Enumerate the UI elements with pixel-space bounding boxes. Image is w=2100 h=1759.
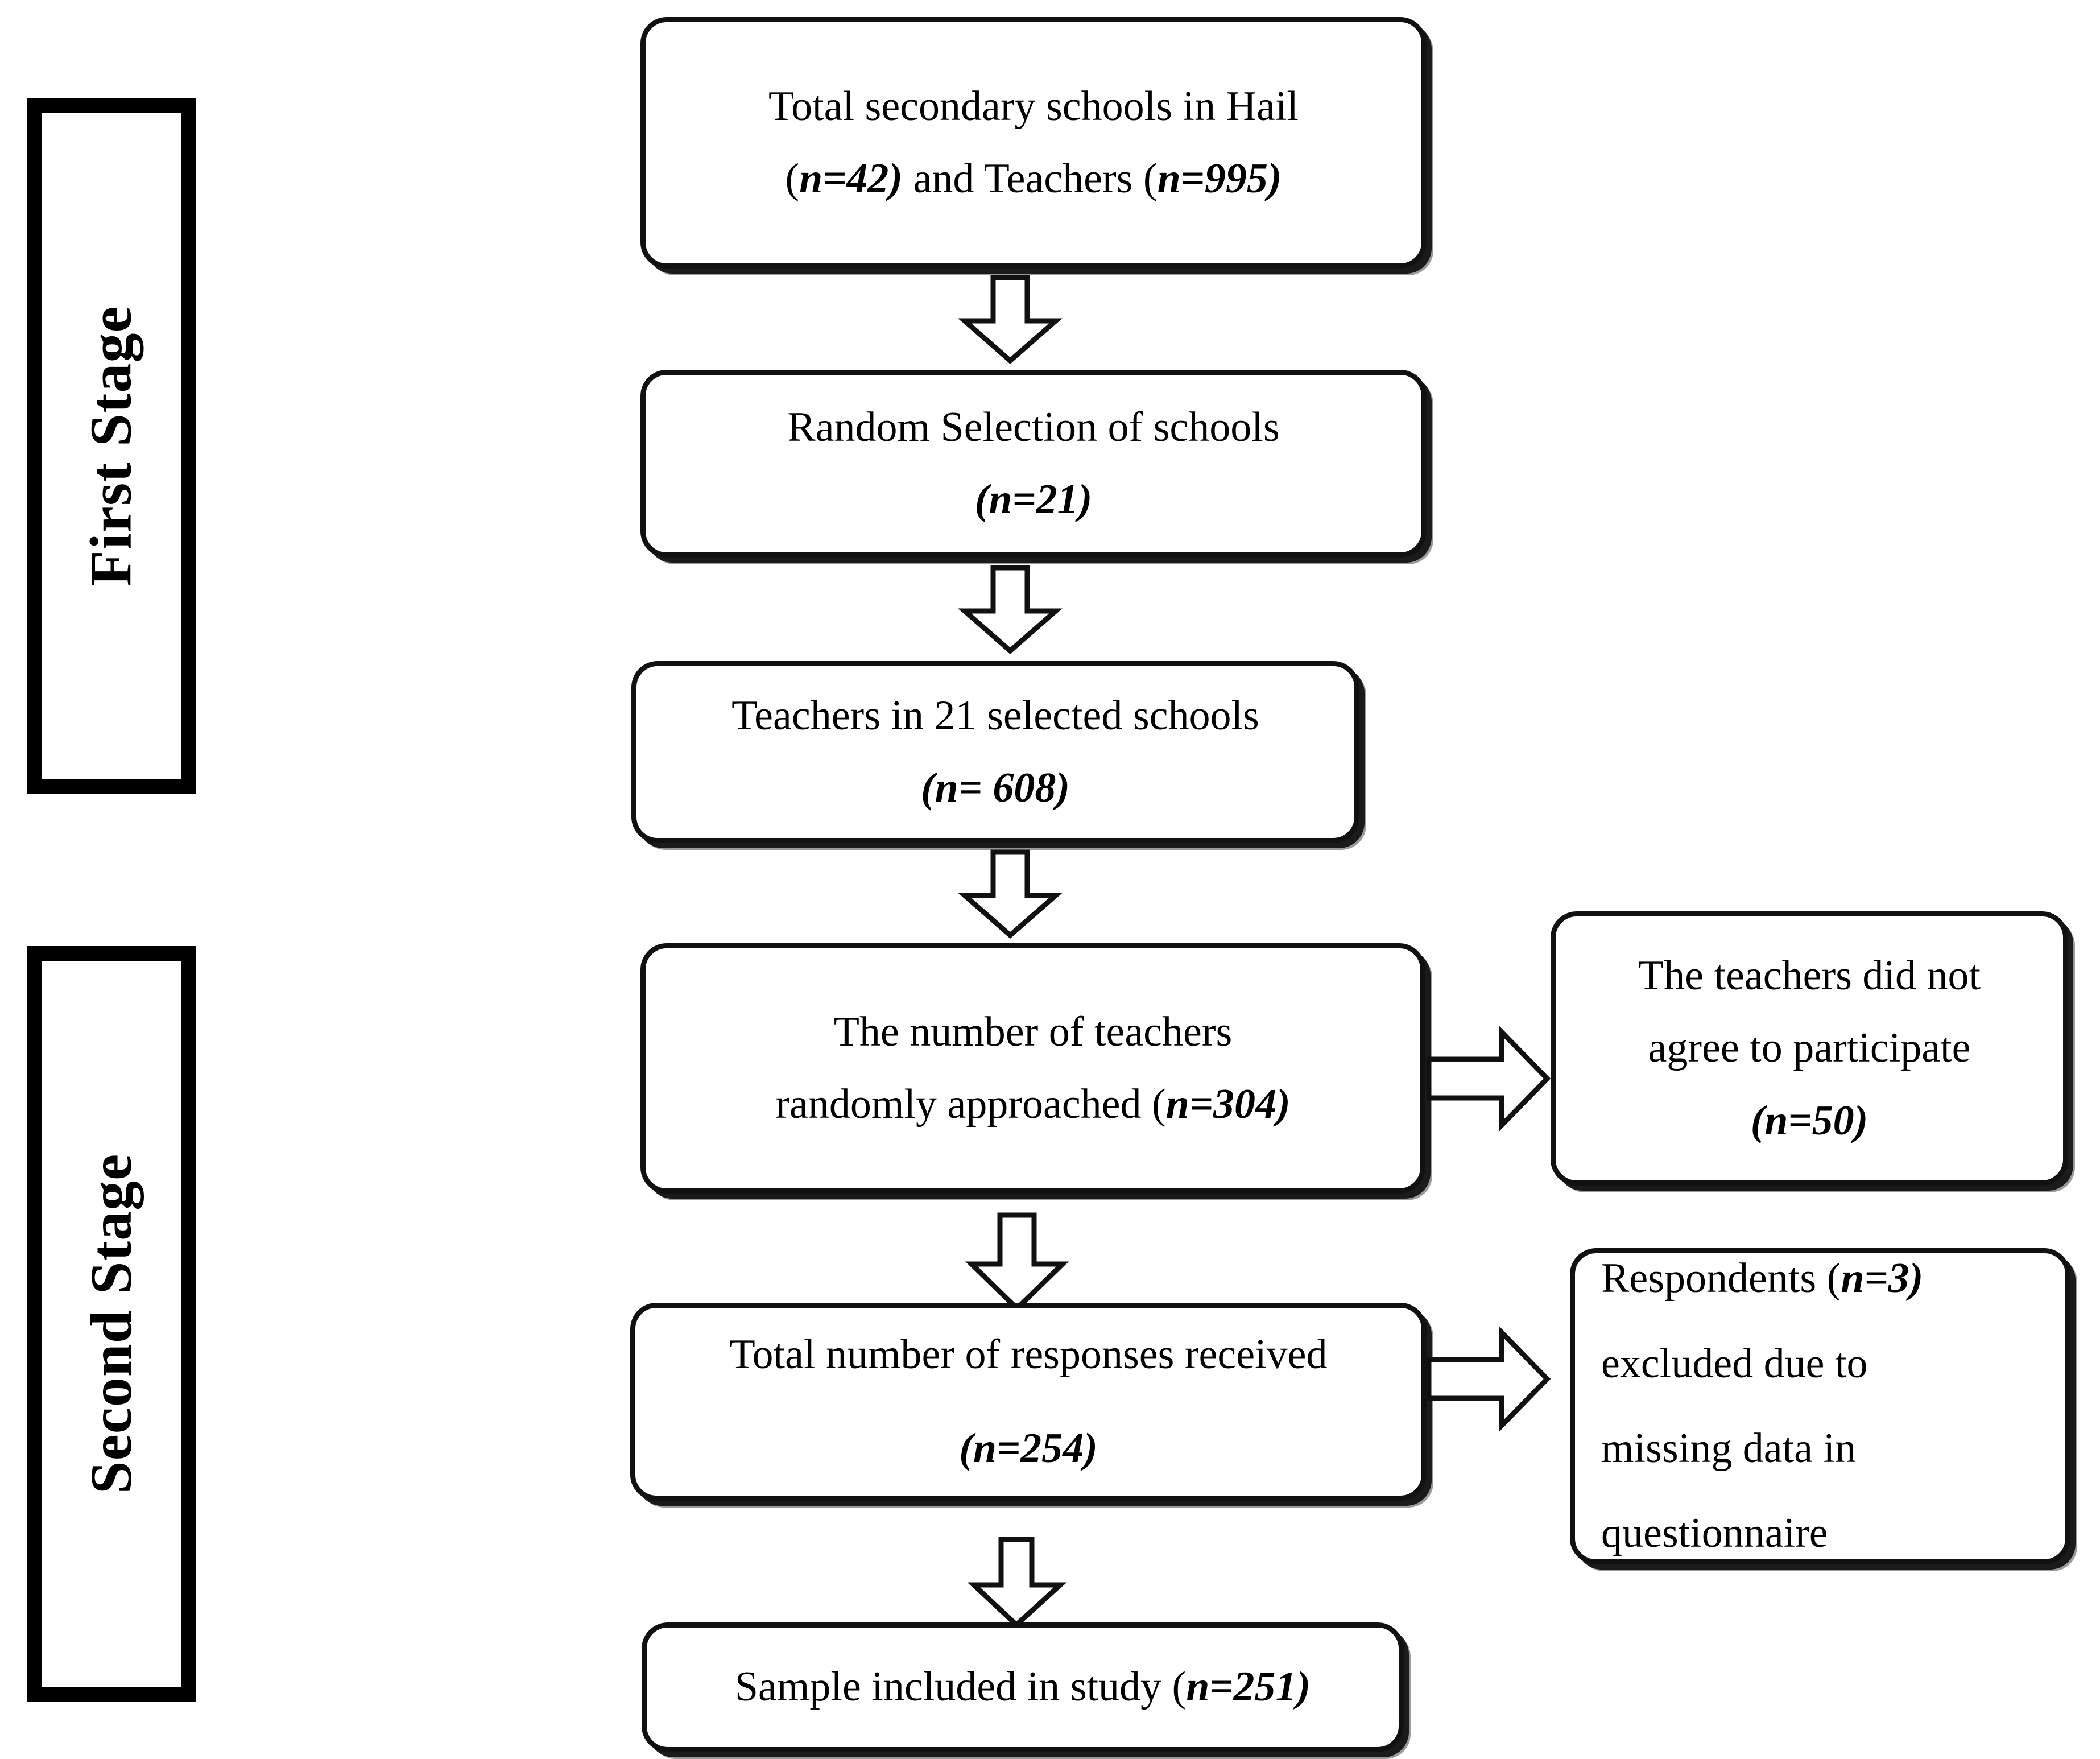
node-missing-data-line2: excluded due to <box>1601 1340 1868 1387</box>
n-value-declined: (n=50) <box>1750 1097 1868 1144</box>
n-value-approached: n=304) <box>1165 1081 1291 1128</box>
node-did-not-agree: The teachers did not agree to participat… <box>1551 911 2068 1186</box>
arrow-down-3 <box>958 849 1063 939</box>
node-teachers-selected-line1: Teachers in 21 selected schools <box>731 692 1259 739</box>
node-did-not-agree-line1: The teachers did not <box>1638 952 1981 1000</box>
node-responses-received: Total number of responses received (n=25… <box>630 1303 1427 1501</box>
paren-open: ( <box>785 155 800 202</box>
sample-text: Sample included in study ( <box>734 1663 1187 1711</box>
node-responses-received-line1: Total number of responses received <box>729 1331 1328 1378</box>
node-missing-data-line4: questionnaire <box>1601 1510 1828 1557</box>
node-random-selection-line1: Random Selection of schools <box>787 403 1280 451</box>
stage-label-first: First Stage <box>78 305 144 587</box>
arrow-down-5 <box>967 1537 1067 1629</box>
node-missing-data-line3: missing data in <box>1601 1425 1857 1472</box>
node-sample-included-line1: Sample included in study (n=251) <box>735 1651 1311 1723</box>
node-did-not-agree-line2: agree to participate <box>1648 1025 1971 1072</box>
node-total-schools-line2: (n=42) and Teachers (n=995) <box>785 143 1282 215</box>
arrow-down-2 <box>958 565 1063 654</box>
arrow-right-1 <box>1426 1025 1551 1132</box>
arrow-down-4 <box>965 1212 1069 1312</box>
stage-box-first: First Stage <box>27 98 196 794</box>
n-value-excluded: n=3) <box>1841 1255 1924 1302</box>
n-value-responses: (n=254) <box>959 1425 1098 1472</box>
node-teachers-approached-line2: randomly approached (n=304) <box>775 1068 1290 1141</box>
n-value-random-schools: (n=21) <box>974 476 1093 523</box>
n-value-schools: n=42) <box>799 155 903 202</box>
respondents-text: Respondents ( <box>1601 1255 1841 1302</box>
node-missing-data-line1: Respondents (n=3) <box>1601 1236 1923 1321</box>
node-random-selection: Random Selection of schools (n=21) <box>640 370 1427 558</box>
node-total-schools: Total secondary schools in Hail (n=42) a… <box>640 17 1427 269</box>
node-teachers-approached: The number of teachers randomly approach… <box>640 943 1425 1194</box>
n-value-teachers-selected: (n= 608) <box>920 765 1070 811</box>
node-teachers-approached-line1: The number of teachers <box>833 1008 1233 1055</box>
node-teachers-selected: Teachers in 21 selected schools (n= 608) <box>631 661 1359 843</box>
node-missing-data: Respondents (n=3) excluded due to missin… <box>1570 1248 2070 1564</box>
n-value-teachers: n=995) <box>1157 155 1282 202</box>
stage-label-second: Second Stage <box>78 1153 144 1494</box>
conjunction-text: and Teachers ( <box>903 155 1158 202</box>
stage-box-second: Second Stage <box>27 946 196 1702</box>
n-value-sample: n=251) <box>1186 1663 1311 1711</box>
node-sample-included: Sample included in study (n=251) <box>642 1622 1404 1752</box>
node-total-schools-line1: Total secondary schools in Hail <box>768 82 1299 130</box>
arrow-right-2 <box>1426 1326 1551 1432</box>
approached-text: randomly approached ( <box>775 1081 1166 1128</box>
arrow-down-1 <box>958 275 1063 364</box>
